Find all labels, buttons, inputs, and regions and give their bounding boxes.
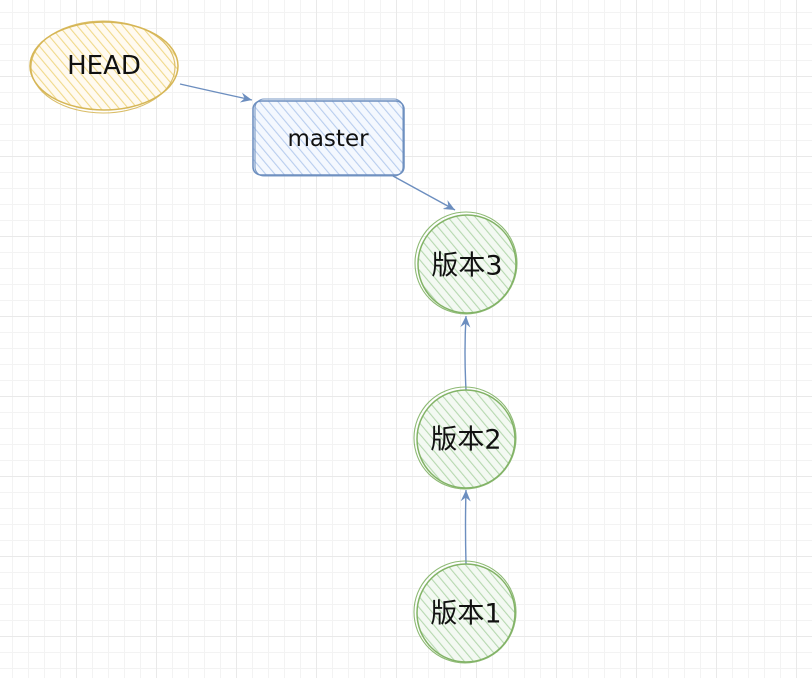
head-label: HEAD bbox=[67, 51, 141, 81]
commit-label-version1: 版本1 bbox=[430, 599, 501, 630]
edge-version2-to-version3 bbox=[460, 315, 471, 391]
edge-head-to-master bbox=[179, 83, 253, 103]
edge-master-to-version3 bbox=[392, 175, 456, 211]
commit-node-version2[interactable]: 版本2 bbox=[413, 386, 517, 490]
master-node[interactable]: master bbox=[252, 98, 405, 177]
commit-node-version3[interactable]: 版本3 bbox=[414, 211, 518, 315]
edges bbox=[179, 83, 471, 565]
commit-label-version2: 版本2 bbox=[430, 425, 501, 456]
commit-label-version3: 版本3 bbox=[431, 251, 502, 282]
master-label: master bbox=[287, 126, 369, 152]
commit-node-version1[interactable]: 版本1 bbox=[413, 560, 517, 664]
edge-version1-to-version2 bbox=[460, 489, 471, 565]
head-node[interactable]: HEAD bbox=[29, 20, 179, 114]
